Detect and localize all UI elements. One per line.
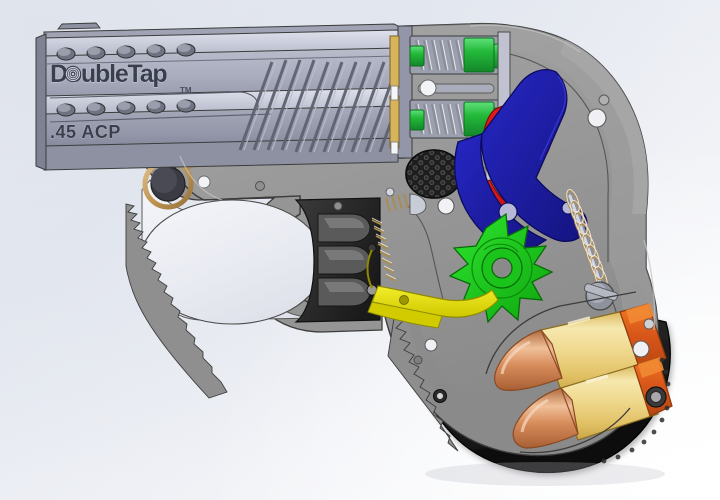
caliber-engraving: .45 ACP xyxy=(50,122,121,143)
frame-pin-holes xyxy=(255,94,667,408)
barrel-lock-spring xyxy=(385,187,427,215)
slide-vent-hole xyxy=(56,43,196,117)
brand-trademark: TM xyxy=(180,86,192,95)
slide-divider xyxy=(43,55,399,65)
trigger-guard xyxy=(137,147,383,333)
grip-front-serrations xyxy=(387,317,459,452)
bullseye-target-icon xyxy=(64,65,82,83)
slide-recess-line xyxy=(49,91,273,123)
trigger-bar-yellow xyxy=(366,249,499,329)
contact-shadow xyxy=(425,462,665,486)
magazine-well-outline xyxy=(485,291,637,454)
front-strap-serrations xyxy=(125,203,228,399)
striker-guide-plate xyxy=(417,79,495,97)
honeycomb-mesh-disc xyxy=(405,149,463,199)
brand-engraving: DoubleTap TM xyxy=(50,60,192,95)
spare-cartridge-lower xyxy=(512,357,673,449)
ratchet-cam-green xyxy=(448,212,554,324)
barrel-block xyxy=(389,25,413,159)
grip-backstrap-texture xyxy=(601,357,671,464)
trigger-blade xyxy=(294,197,381,323)
striker-assembly-upper xyxy=(409,35,509,75)
mainspring-assembly xyxy=(565,189,619,311)
caliber-text: .45 ACP xyxy=(50,122,121,142)
connector-spring xyxy=(371,217,397,282)
frame-edge-highlights xyxy=(179,24,656,331)
